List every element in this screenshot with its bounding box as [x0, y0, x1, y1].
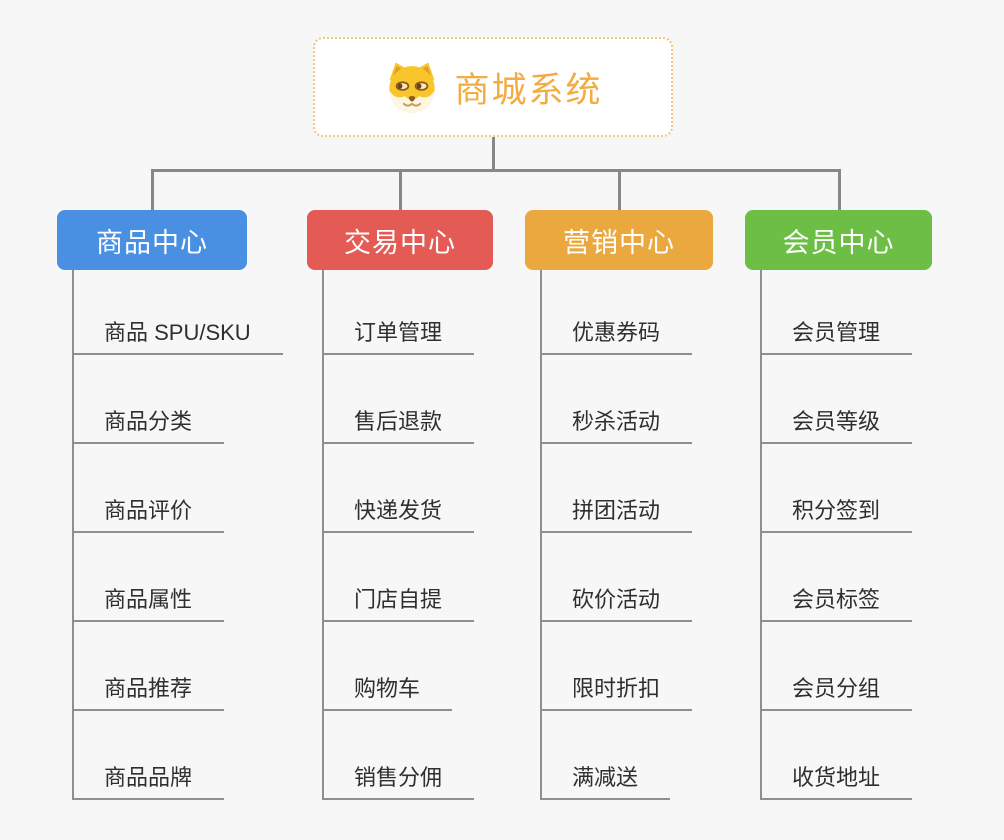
- subtopic-item[interactable]: 秒杀活动: [540, 409, 693, 444]
- connector-branch-stub: [151, 169, 154, 210]
- connector-root-stub: [492, 137, 495, 172]
- connector-child-line: [760, 270, 762, 800]
- subtopic-item[interactable]: 销售分佣: [322, 765, 475, 800]
- connector-child-line: [322, 270, 324, 800]
- connector-branch-stub: [837, 169, 841, 210]
- branch-header-marketing-center[interactable]: 营销中心: [525, 210, 713, 270]
- subtopic-item[interactable]: 购物车: [322, 676, 453, 711]
- connector-branch-stub: [618, 169, 621, 210]
- subtopic-item[interactable]: 限时折扣: [540, 676, 693, 711]
- subtopic-item[interactable]: 砍价活动: [540, 587, 693, 622]
- subtopic-item[interactable]: 商品分类: [72, 409, 225, 444]
- subtopic-item[interactable]: 会员标签: [760, 587, 913, 622]
- subtopic-item[interactable]: 商品品牌: [72, 765, 225, 800]
- connector-bus: [151, 169, 841, 172]
- root-topic-node[interactable]: 商城系统: [313, 37, 673, 137]
- connector-child-line: [540, 270, 542, 800]
- subtopic-item[interactable]: 门店自提: [322, 587, 475, 622]
- subtopic-item[interactable]: 满减送: [540, 765, 671, 800]
- connector-child-line: [72, 270, 74, 800]
- subtopic-item[interactable]: 会员分组: [760, 676, 913, 711]
- subtopic-item[interactable]: 拼团活动: [540, 498, 693, 533]
- branch-header-member-center[interactable]: 会员中心: [745, 210, 932, 270]
- subtopic-item[interactable]: 会员管理: [760, 320, 913, 355]
- doge-icon: [389, 62, 436, 114]
- subtopic-item[interactable]: 快递发货: [322, 498, 475, 533]
- subtopic-item[interactable]: 优惠券码: [540, 320, 693, 355]
- subtopic-item[interactable]: 商品推荐: [72, 676, 225, 711]
- root-topic-title: 商城系统: [454, 70, 603, 110]
- subtopic-item[interactable]: 售后退款: [322, 409, 475, 444]
- subtopic-item[interactable]: 收货地址: [760, 765, 913, 800]
- subtopic-item[interactable]: 商品评价: [72, 498, 225, 533]
- subtopic-item[interactable]: 订单管理: [322, 320, 475, 355]
- branch-header-product-center[interactable]: 商品中心: [57, 210, 247, 270]
- subtopic-item[interactable]: 商品 SPU/SKU: [72, 320, 283, 355]
- subtopic-item[interactable]: 积分签到: [760, 498, 913, 533]
- subtopic-item[interactable]: 商品属性: [72, 587, 225, 622]
- connector-branch-stub: [399, 169, 402, 210]
- branch-header-trade-center[interactable]: 交易中心: [307, 210, 493, 270]
- subtopic-item[interactable]: 会员等级: [760, 409, 913, 444]
